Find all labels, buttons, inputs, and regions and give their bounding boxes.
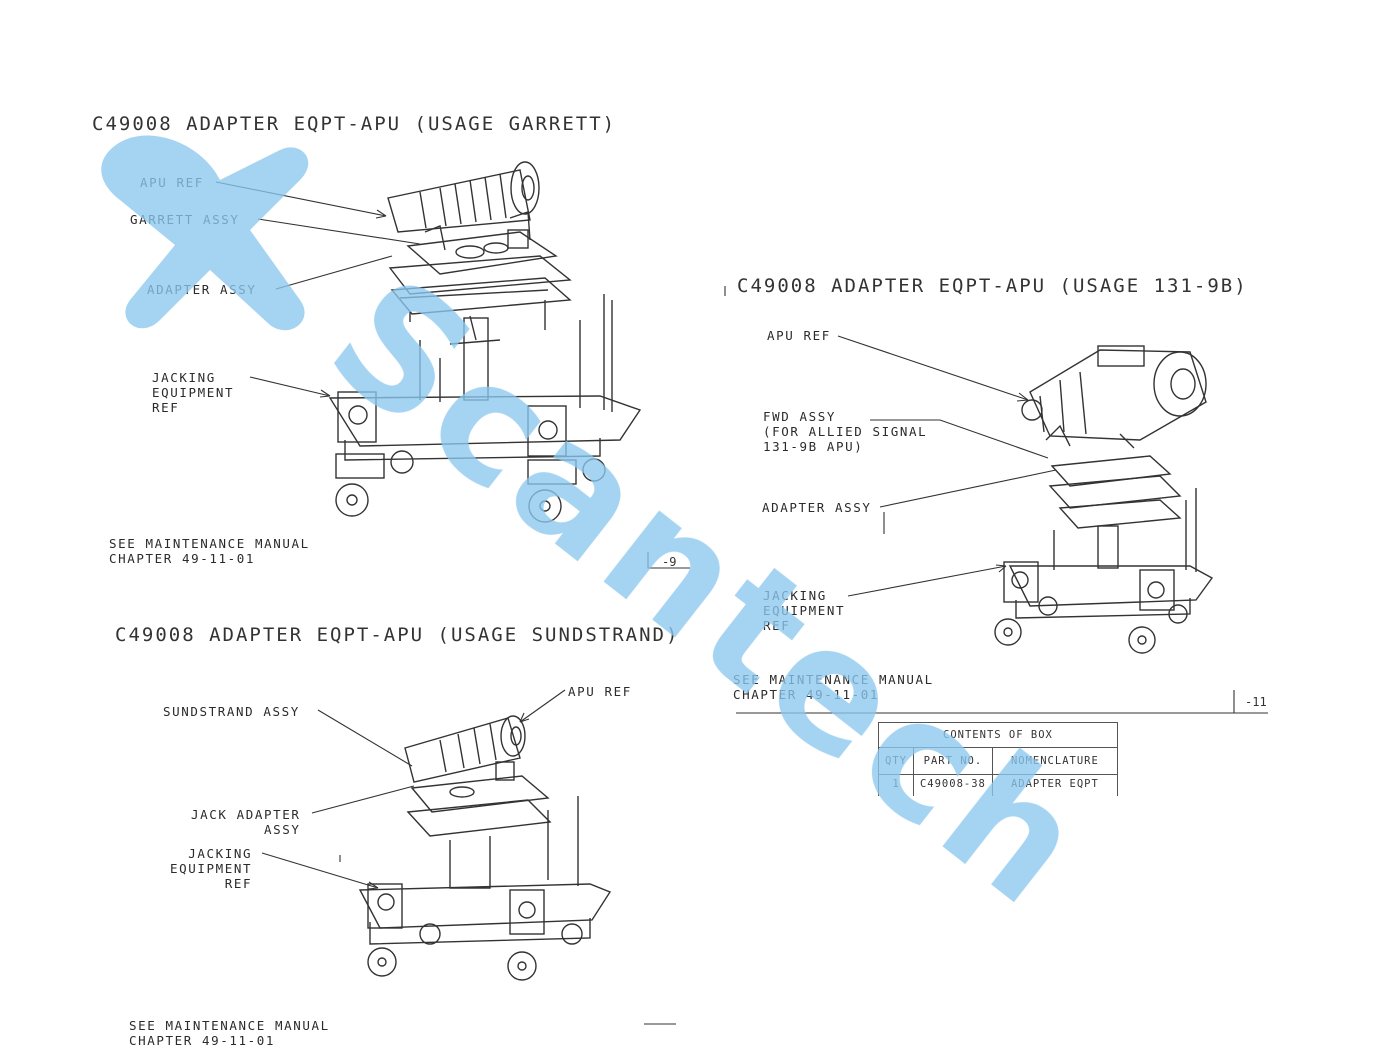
row-qty: 1 <box>878 774 914 796</box>
contents-box-caption: CONTENTS OF BOX <box>878 722 1118 748</box>
sundstrand-apu-drawing <box>358 715 612 981</box>
allied-page-marker: -11 <box>1245 695 1267 709</box>
row-nomenclature: ADAPTER EQPT <box>991 774 1118 796</box>
header-nomenclature: NOMENCLATURE <box>991 747 1118 775</box>
garrett-apu-drawing <box>328 161 642 523</box>
sundstrand-maintenance-note: SEE MAINTENANCE MANUAL CHAPTER 49-11-01 <box>129 1018 330 1048</box>
sundstrand-apu-ref-label: APU REF <box>568 684 632 699</box>
allied-adapter-assy-label: ADAPTER ASSY <box>762 500 872 515</box>
row-part-no: C49008-38 <box>912 774 993 796</box>
allied-apu-ref-label: APU REF <box>767 328 831 343</box>
allied-fwd-assy-label: FWD ASSY (FOR ALLIED SIGNAL 131-9B APU) <box>763 409 928 454</box>
sundstrand-jack-adapter-label: JACK ADAPTER ASSY <box>191 807 301 837</box>
garrett-assy-label: GARRETT ASSY <box>130 212 240 227</box>
sundstrand-jacking-label: JACKING EQUIPMENT REF <box>170 846 253 891</box>
garrett-page-marker: -9 <box>662 555 677 569</box>
sundstrand-assy-label: SUNDSTRAND ASSY <box>163 704 300 719</box>
garrett-maintenance-note: SEE MAINTENANCE MANUAL CHAPTER 49-11-01 <box>109 536 310 566</box>
contents-of-box-table: CONTENTS OF BOX QTY PART NO. NOMENCLATUR… <box>878 722 1118 796</box>
garrett-apu-ref-label: APU REF <box>140 175 204 190</box>
table-row: 1 C49008-38 ADAPTER EQPT <box>878 774 1118 796</box>
header-part-no: PART NO. <box>912 747 993 775</box>
allied-apu-drawing <box>994 345 1214 654</box>
allied-jacking-label: JACKING EQUIPMENT REF <box>763 588 846 633</box>
garrett-jacking-label: JACKING EQUIPMENT REF <box>152 370 235 415</box>
garrett-section-title: C49008 ADAPTER EQPT-APU (USAGE GARRETT) <box>92 113 617 135</box>
header-qty: QTY <box>878 747 914 775</box>
garrett-adapter-assy-label: ADAPTER ASSY <box>147 282 257 297</box>
allied-section-title: C49008 ADAPTER EQPT-APU (USAGE 131-9B) <box>737 275 1248 297</box>
allied-maintenance-note: SEE MAINTENANCE MANUAL CHAPTER 49-11-01 <box>733 672 934 702</box>
sundstrand-section-title: C49008 ADAPTER EQPT-APU (USAGE SUNDSTRAN… <box>115 624 680 646</box>
